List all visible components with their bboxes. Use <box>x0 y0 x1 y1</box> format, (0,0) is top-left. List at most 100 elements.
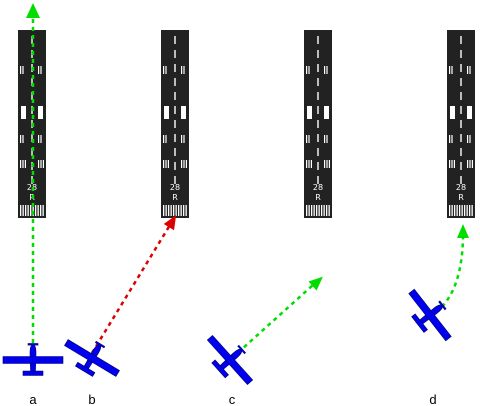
threshold-bar <box>459 205 461 216</box>
touchdown-zone-bar <box>308 66 310 74</box>
path-line <box>435 236 465 313</box>
runway: 28R <box>304 30 332 218</box>
threshold-bar <box>42 205 44 216</box>
centerline-dash <box>460 64 462 72</box>
aiming-point-marker <box>307 106 312 119</box>
centerline-dash <box>174 134 176 142</box>
centerline-dash <box>31 92 33 100</box>
threshold-bar <box>32 205 34 216</box>
touchdown-zone-bar <box>469 160 471 168</box>
centerline-dash <box>174 120 176 128</box>
centerline-dash <box>317 134 319 142</box>
touchdown-zone-bar <box>453 160 455 168</box>
panel-a: 28R a <box>2 3 64 406</box>
touchdown-zone-bar <box>326 66 328 74</box>
centerline-dash <box>317 162 319 170</box>
threshold-bar <box>175 205 177 216</box>
threshold-bar <box>321 205 323 216</box>
touchdown-zone-bar <box>467 66 469 74</box>
centerline-dash <box>317 176 319 184</box>
centerline-dash <box>174 176 176 184</box>
threshold-bar <box>311 205 313 216</box>
aiming-point-marker <box>467 106 472 119</box>
aiming-point-marker <box>181 106 186 119</box>
touchdown-zone-bar <box>163 160 165 168</box>
threshold-bar <box>180 205 182 216</box>
centerline-dash <box>460 148 462 156</box>
touchdown-zone-bar <box>449 135 451 143</box>
touchdown-zone-bar <box>306 160 308 168</box>
centerline-dash <box>174 36 176 44</box>
touchdown-zone-bar <box>451 160 453 168</box>
threshold-bar <box>173 205 175 216</box>
airplane-icon <box>2 343 64 376</box>
touchdown-zone-bar <box>451 66 453 74</box>
touchdown-zone-bar <box>310 160 312 168</box>
touchdown-zone-bar <box>181 135 183 143</box>
threshold-bar <box>163 205 165 216</box>
centerline-dash <box>31 78 33 86</box>
threshold-bar <box>183 205 185 216</box>
centerline-dash <box>317 148 319 156</box>
touchdown-zone-bar <box>306 135 308 143</box>
centerline-dash <box>31 148 33 156</box>
touchdown-zone-bar <box>181 66 183 74</box>
touchdown-zone-bar <box>40 66 42 74</box>
panel-d: 28R d <box>398 30 475 406</box>
threshold-bar <box>185 205 187 216</box>
threshold-bar <box>451 205 453 216</box>
centerline-dash <box>174 148 176 156</box>
touchdown-zone-bar <box>324 135 326 143</box>
arrowhead-icon <box>308 276 323 291</box>
centerline-dash <box>174 64 176 72</box>
threshold-bar <box>178 205 180 216</box>
touchdown-zone-bar <box>449 66 451 74</box>
threshold-bar <box>170 205 172 216</box>
centerline-dash <box>460 134 462 142</box>
flight-path <box>26 3 40 343</box>
centerline-dash <box>31 134 33 142</box>
panel-label: a <box>29 392 37 406</box>
centerline-dash <box>460 106 462 114</box>
touchdown-zone-bar <box>183 160 185 168</box>
centerline-dash <box>174 162 176 170</box>
threshold-bar <box>316 205 318 216</box>
threshold-bar <box>30 205 32 216</box>
path-line <box>231 284 314 359</box>
centerline-dash <box>174 92 176 100</box>
touchdown-zone-bar <box>469 135 471 143</box>
threshold-bar <box>25 205 27 216</box>
touchdown-zone-bar <box>20 66 22 74</box>
runway-designator: R <box>315 193 321 202</box>
touchdown-zone-bar <box>20 135 22 143</box>
touchdown-zone-bar <box>163 135 165 143</box>
arrowhead-icon <box>163 215 177 231</box>
threshold-bar <box>461 205 463 216</box>
aiming-point-marker <box>324 106 329 119</box>
touchdown-zone-bar <box>42 160 44 168</box>
runway-number: 28 <box>456 183 466 192</box>
touchdown-zone-bar <box>185 160 187 168</box>
runway: 28R <box>161 30 189 218</box>
centerline-dash <box>174 106 176 114</box>
runway: 28R <box>447 30 475 218</box>
touchdown-zone-bar <box>22 160 24 168</box>
airplane-icon <box>57 327 127 388</box>
touchdown-zone-bar <box>38 66 40 74</box>
threshold-bar <box>464 205 466 216</box>
threshold-bar <box>326 205 328 216</box>
centerline-dash <box>460 92 462 100</box>
touchdown-zone-bar <box>451 135 453 143</box>
threshold-bar <box>449 205 451 216</box>
panel-b: 28R b <box>57 30 189 406</box>
threshold-bar <box>168 205 170 216</box>
centerline-dash <box>460 78 462 86</box>
threshold-bar <box>313 205 315 216</box>
touchdown-zone-bar <box>449 160 451 168</box>
aiming-point-marker <box>21 106 26 119</box>
centerline-dash <box>460 162 462 170</box>
touchdown-zone-bar <box>306 66 308 74</box>
flight-path <box>90 215 177 354</box>
threshold-bar <box>22 205 24 216</box>
